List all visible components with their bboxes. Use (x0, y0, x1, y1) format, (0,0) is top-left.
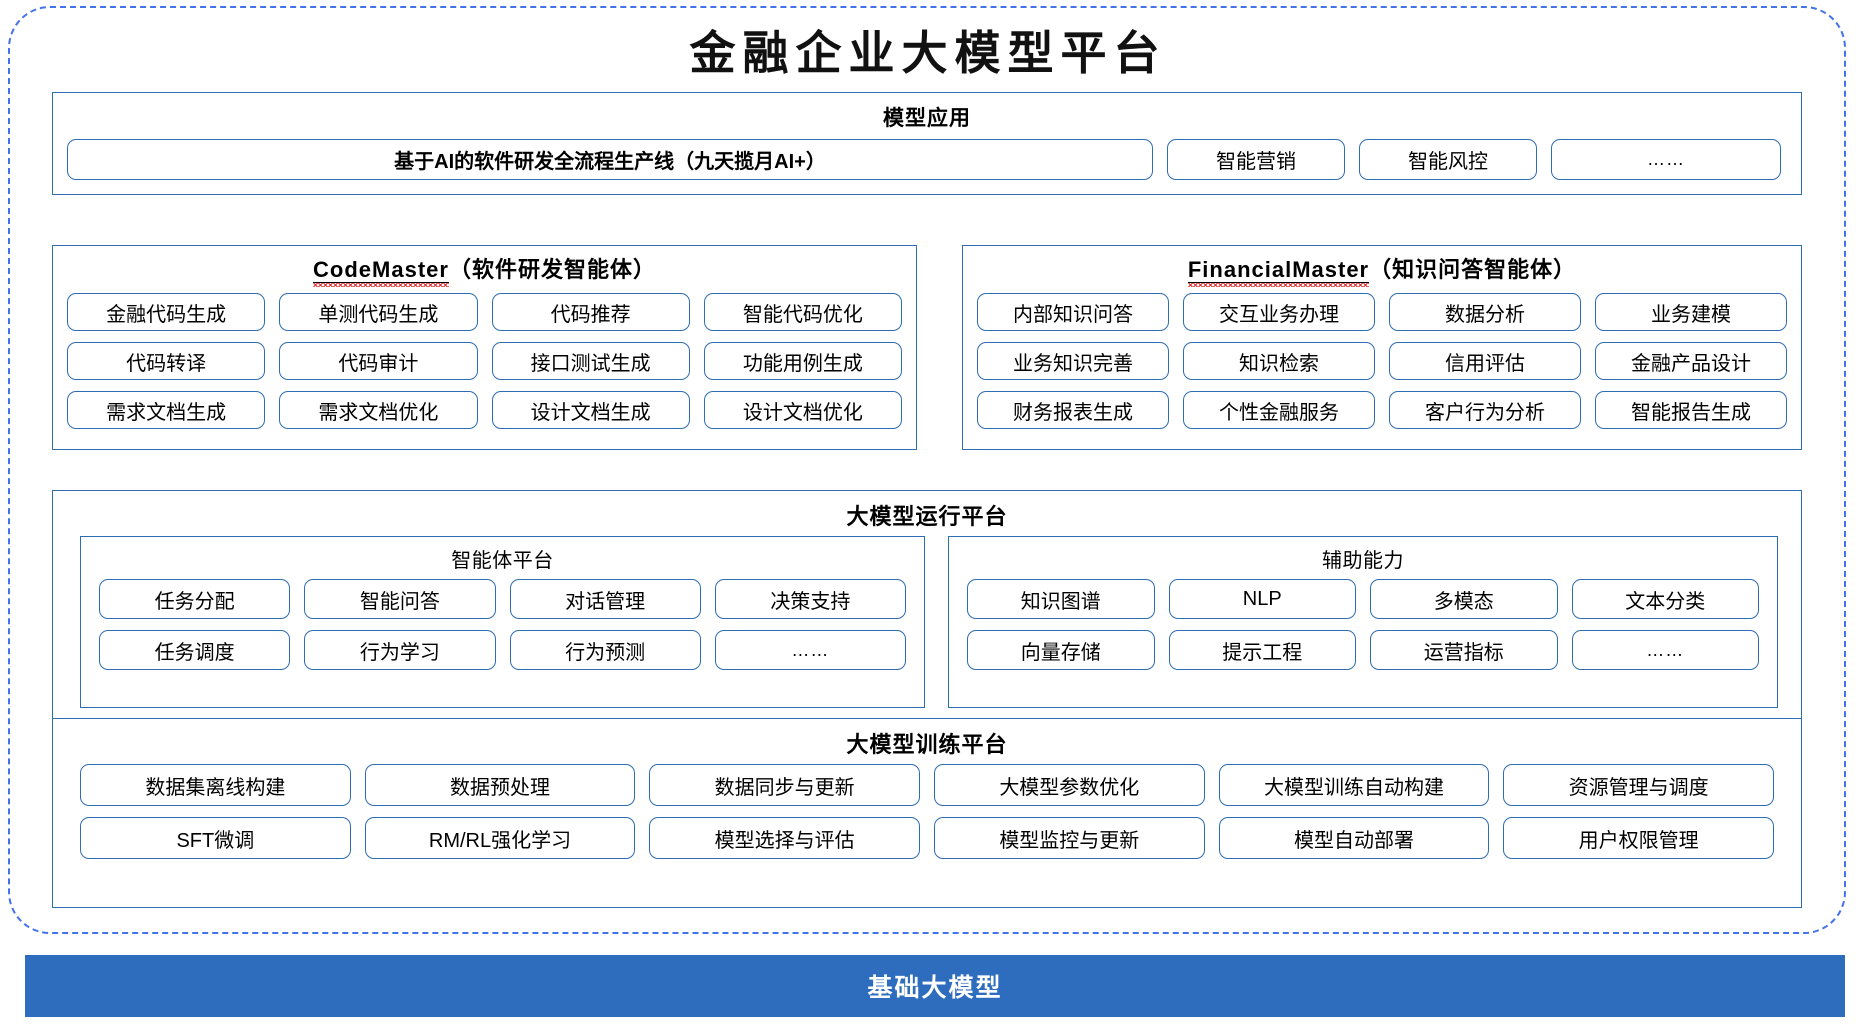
codemaster-item[interactable]: 设计文档优化 (703, 391, 902, 429)
codemaster-item[interactable]: 代码推荐 (491, 293, 690, 331)
financialmaster-item[interactable]: 个性金融服务 (1183, 391, 1375, 429)
agent-platform-item[interactable]: 任务调度 (99, 630, 291, 670)
training-platform-item[interactable]: RM/RL强化学习 (364, 817, 636, 859)
training-platform-item[interactable]: 大模型训练自动构建 (1218, 764, 1490, 806)
financialmaster-title: FinancialMaster（知识问答智能体） (963, 252, 1801, 287)
codemaster-item[interactable]: 功能用例生成 (703, 342, 902, 380)
codemaster-name-cn: （软件研发智能体） (448, 257, 656, 282)
codemaster-item[interactable]: 需求文档优化 (279, 391, 478, 429)
training-platform-item[interactable]: 模型选择与评估 (649, 817, 920, 859)
auxiliary-ability-title: 辅助能力 (1322, 550, 1404, 572)
auxiliary-ability-item[interactable]: 向量存储 (967, 630, 1155, 670)
auxiliary-ability-grid: 知识图谱 NLP 多模态 文本分类 向量存储 提示工程 运营指标 …… (967, 579, 1759, 670)
app-item-smart-risk-control[interactable]: 智能风控 (1359, 139, 1537, 180)
app-item-more[interactable]: …… (1551, 139, 1781, 180)
agent-platform-grid: 任务分配 智能问答 对话管理 决策支持 任务调度 行为学习 行为预测 …… (99, 579, 906, 670)
codemaster-item[interactable]: 代码审计 (279, 342, 478, 380)
agent-platform-title: 智能体平台 (451, 550, 554, 572)
auxiliary-ability-item[interactable]: NLP (1168, 579, 1356, 619)
financialmaster-item[interactable]: 信用评估 (1389, 342, 1581, 380)
runtime-platform-panel: 大模型运行平台 智能体平台 任务分配 智能问答 对话管理 决策支持 任务调度 行… (52, 490, 1802, 720)
training-platform-item[interactable]: 模型监控与更新 (933, 817, 1205, 859)
financialmaster-name-en: FinancialMaster (1187, 257, 1370, 287)
training-platform-item[interactable]: SFT微调 (80, 817, 351, 859)
agent-platform-subpanel: 智能体平台 任务分配 智能问答 对话管理 决策支持 任务调度 行为学习 行为预测… (80, 536, 925, 708)
financialmaster-panel: FinancialMaster（知识问答智能体） 内部知识问答 交互业务办理 数… (962, 245, 1802, 450)
training-platform-item[interactable]: 资源管理与调度 (1503, 764, 1774, 806)
financialmaster-item[interactable]: 智能报告生成 (1595, 391, 1787, 429)
training-platform-item[interactable]: 数据同步与更新 (649, 764, 920, 806)
financialmaster-capability-grid: 内部知识问答 交互业务办理 数据分析 业务建模 业务知识完善 知识检索 信用评估… (977, 293, 1787, 429)
auxiliary-ability-item[interactable]: 知识图谱 (967, 579, 1155, 619)
auxiliary-ability-item[interactable]: 多模态 (1370, 579, 1558, 619)
agent-platform-item-more[interactable]: …… (714, 630, 906, 670)
financialmaster-item[interactable]: 知识检索 (1183, 342, 1375, 380)
training-platform-panel: 大模型训练平台 数据集离线构建 数据预处理 数据同步与更新 大模型参数优化 大模… (52, 718, 1802, 908)
codemaster-item[interactable]: 接口测试生成 (491, 342, 690, 380)
codemaster-item[interactable]: 需求文档生成 (67, 391, 266, 429)
financialmaster-item[interactable]: 业务建模 (1595, 293, 1787, 331)
financialmaster-item[interactable]: 业务知识完善 (977, 342, 1169, 380)
financialmaster-item[interactable]: 财务报表生成 (977, 391, 1169, 429)
codemaster-capability-grid: 金融代码生成 单测代码生成 代码推荐 智能代码优化 代码转译 代码审计 接口测试… (67, 293, 902, 429)
financialmaster-item[interactable]: 金融产品设计 (1595, 342, 1787, 380)
app-item-ai-pipeline[interactable]: 基于AI的软件研发全流程生产线（九天揽月AI+） (67, 139, 1153, 180)
auxiliary-ability-item-more[interactable]: …… (1571, 630, 1759, 670)
financialmaster-item[interactable]: 客户行为分析 (1389, 391, 1581, 429)
auxiliary-ability-item[interactable]: 提示工程 (1168, 630, 1356, 670)
outer-dashed-frame (8, 6, 1846, 934)
auxiliary-ability-item[interactable]: 运营指标 (1370, 630, 1558, 670)
auxiliary-ability-item[interactable]: 文本分类 (1571, 579, 1759, 619)
training-platform-item[interactable]: 大模型参数优化 (933, 764, 1205, 806)
runtime-platform-title: 大模型运行平台 (846, 504, 1008, 529)
financialmaster-item[interactable]: 数据分析 (1389, 293, 1581, 331)
agent-platform-item[interactable]: 智能问答 (304, 579, 496, 619)
training-platform-title: 大模型训练平台 (846, 732, 1008, 757)
model-application-row: 基于AI的软件研发全流程生产线（九天揽月AI+） 智能营销 智能风控 …… (67, 139, 1789, 180)
codemaster-item[interactable]: 单测代码生成 (279, 293, 478, 331)
codemaster-item[interactable]: 设计文档生成 (491, 391, 690, 429)
financialmaster-name-cn: （知识问答智能体） (1369, 257, 1577, 282)
codemaster-item[interactable]: 智能代码优化 (703, 293, 902, 331)
financialmaster-item[interactable]: 内部知识问答 (977, 293, 1169, 331)
training-platform-item[interactable]: 用户权限管理 (1503, 817, 1774, 859)
codemaster-title: CodeMaster（软件研发智能体） (53, 252, 916, 287)
training-platform-item[interactable]: 数据集离线构建 (80, 764, 351, 806)
codemaster-item[interactable]: 代码转译 (67, 342, 266, 380)
auxiliary-ability-subpanel: 辅助能力 知识图谱 NLP 多模态 文本分类 向量存储 提示工程 运营指标 …… (948, 536, 1778, 708)
foundation-model-label: 基础大模型 (867, 974, 1003, 1002)
agent-platform-item[interactable]: 对话管理 (509, 579, 701, 619)
foundation-model-bar: 基础大模型 (25, 955, 1845, 1017)
model-application-title: 模型应用 (883, 107, 971, 130)
agent-platform-item[interactable]: 行为预测 (509, 630, 701, 670)
agent-platform-item[interactable]: 任务分配 (99, 579, 291, 619)
page-title: 金融企业大模型平台 (689, 28, 1167, 79)
financialmaster-item[interactable]: 交互业务办理 (1183, 293, 1375, 331)
agent-platform-item[interactable]: 行为学习 (304, 630, 496, 670)
training-platform-item[interactable]: 模型自动部署 (1218, 817, 1490, 859)
training-platform-grid: 数据集离线构建 数据预处理 数据同步与更新 大模型参数优化 大模型训练自动构建 … (80, 764, 1774, 859)
app-item-smart-marketing[interactable]: 智能营销 (1167, 139, 1345, 180)
agent-platform-item[interactable]: 决策支持 (714, 579, 906, 619)
codemaster-name-en: CodeMaster (313, 257, 449, 287)
codemaster-panel: CodeMaster（软件研发智能体） 金融代码生成 单测代码生成 代码推荐 智… (52, 245, 917, 450)
training-platform-item[interactable]: 数据预处理 (364, 764, 636, 806)
codemaster-item[interactable]: 金融代码生成 (67, 293, 266, 331)
model-application-panel: 模型应用 基于AI的软件研发全流程生产线（九天揽月AI+） 智能营销 智能风控 … (52, 92, 1802, 195)
